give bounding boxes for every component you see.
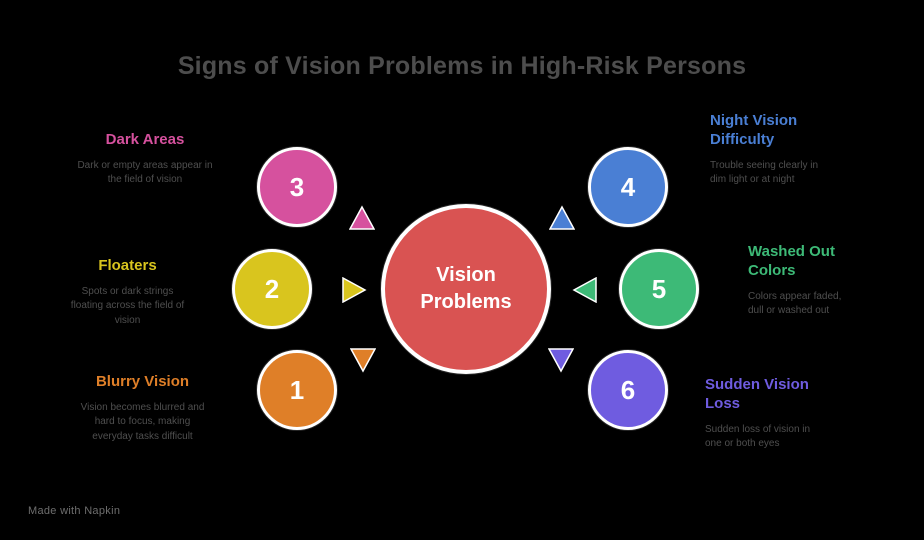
triangle-right-icon [342,277,367,303]
triangle-down-icon [548,348,574,373]
item-description: Sudden loss of vision in one or both eye… [705,423,811,450]
center-circle-vision-problems: Vision Problems [381,204,551,374]
item-description: Dark or empty areas appear in the field … [77,159,213,186]
item-description: Vision becomes blurred and hard to focus… [80,401,205,442]
item-blurry-vision: Blurry Vision Vision becomes blurred and… [60,373,225,444]
item-description: Spots or dark strings floating across th… [70,285,185,326]
step-circle-3: 3 [257,147,337,227]
item-floaters: Floaters Spots or dark strings floating … [55,257,200,328]
item-heading: Blurry Vision [95,373,190,390]
step-circle-2: 2 [232,249,312,329]
item-heading: Sudden Vision Loss [705,376,809,412]
watermark: Made with Napkin [28,505,121,517]
step-circle-1: 1 [257,350,337,430]
item-description: Trouble seeing clearly in dim light or a… [710,159,819,186]
triangle-up-icon [549,205,575,230]
item-heading: Night Vision Difficulty [710,112,798,148]
triangle-left-icon [572,277,597,303]
step-circle-5: 5 [619,249,699,329]
item-dark-areas: Dark Areas Dark or empty areas appear in… [65,131,225,188]
item-heading: Floaters [98,257,157,274]
item-description: Colors appear faded, dull or washed out [748,290,842,317]
page-title: Signs of Vision Problems in High-Risk Pe… [177,52,747,80]
item-washed-out-colors: Washed Out Colors Colors appear faded, d… [748,243,863,319]
item-heading: Washed Out Colors [748,243,835,279]
triangle-down-icon [350,348,376,373]
item-heading: Dark Areas [105,131,185,148]
step-circle-6: 6 [588,350,668,430]
item-night-vision-difficulty: Night Vision Difficulty Trouble seeing c… [710,112,835,188]
center-label: Vision Problems [420,264,512,313]
step-circle-4: 4 [588,147,668,227]
triangle-up-icon [349,205,375,230]
item-sudden-vision-loss: Sudden Vision Loss Sudden loss of vision… [705,376,835,452]
